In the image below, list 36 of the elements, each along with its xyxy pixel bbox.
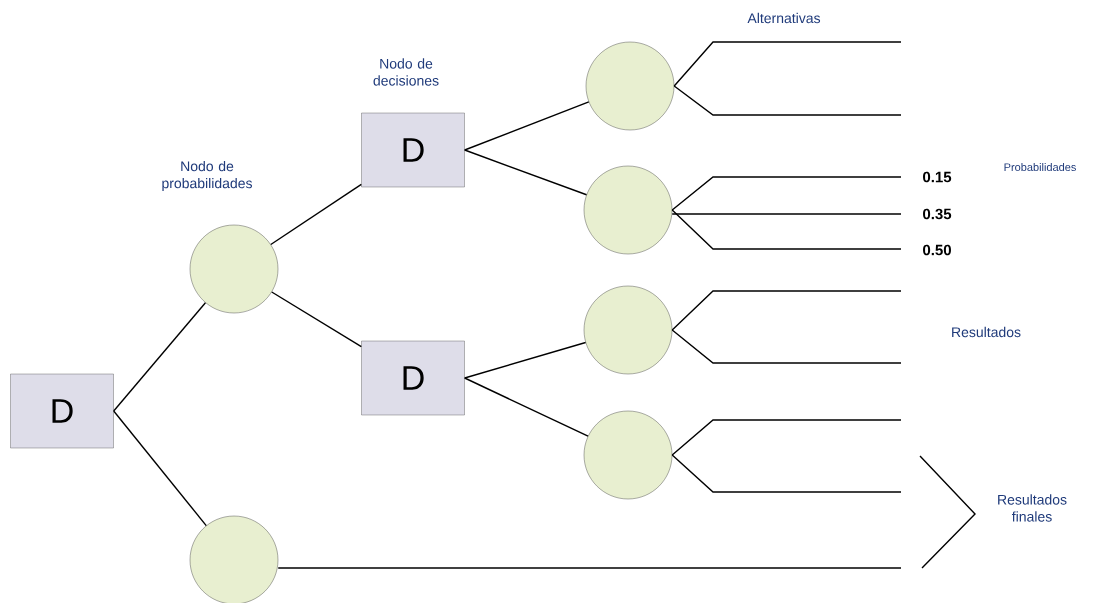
decision-box: D [10, 373, 114, 449]
chance-circle [583, 285, 673, 375]
branch-line [277, 567, 902, 569]
branch-line [671, 176, 902, 211]
decision-box: D [361, 340, 465, 416]
chance-circle [583, 165, 673, 255]
chance-circle [189, 224, 279, 314]
branch-line [464, 377, 589, 437]
chance-circle [583, 410, 673, 500]
annotation-label: Nodo de probabilidades [162, 161, 252, 192]
annotation-label: Resultados finales [998, 494, 1067, 522]
branch-line [464, 101, 590, 151]
branch-line [671, 329, 902, 364]
branch-line [671, 213, 902, 215]
chance-circle [585, 41, 675, 131]
branch-line [464, 341, 587, 379]
branch-line [671, 454, 902, 493]
branch-line [113, 410, 207, 527]
branch-line [113, 302, 207, 412]
annotation-label: Probabilidades [1004, 162, 1076, 172]
chance-circle [189, 515, 279, 603]
annotation-label: Alternativas [747, 12, 821, 24]
branch-line [673, 41, 902, 87]
branch-line [270, 183, 362, 246]
probability-value: 0.35 [923, 208, 952, 220]
annotation-label: Resultados [952, 326, 1021, 338]
annotation-label: Nodo de decisiones [373, 58, 439, 86]
probability-value: 0.15 [923, 171, 952, 183]
decision-box: D [361, 112, 465, 188]
branch-line [673, 85, 902, 116]
branch-line [464, 149, 588, 196]
probability-value: 0.50 [923, 244, 951, 256]
branch-line [671, 209, 902, 250]
branch-line [671, 290, 902, 331]
branch-line [271, 291, 362, 348]
branch-line [671, 419, 902, 456]
